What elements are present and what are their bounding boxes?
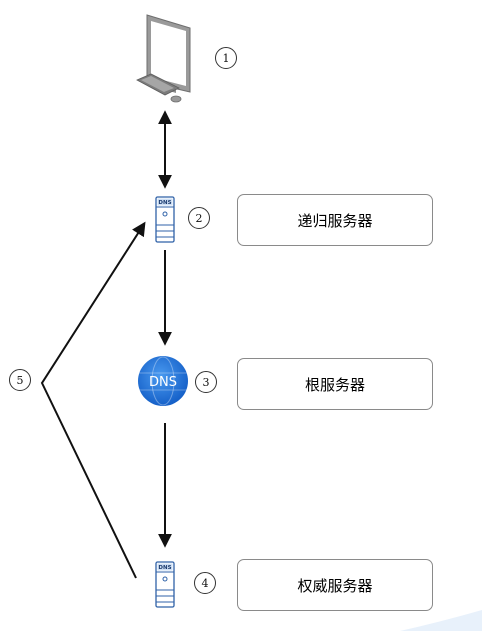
step-2-badge: 2 (188, 207, 210, 229)
background-swoosh (400, 610, 482, 631)
step-1-badge: 1 (215, 47, 237, 69)
recursive-server-tag: DNS (158, 200, 171, 206)
root-server-label: 根服务器 (304, 375, 365, 394)
authoritative-server-box: 权威服务器 (237, 559, 433, 611)
authoritative-server-label: 权威服务器 (297, 576, 373, 595)
arrow-authoritative-recursive (40, 221, 146, 579)
root-globe-icon: DNS (138, 356, 188, 406)
step-3-badge: 3 (195, 371, 217, 393)
recursive-server-icon: DNS (155, 196, 175, 243)
recursive-server-label: 递归服务器 (297, 211, 373, 230)
recursive-server-box: 递归服务器 (237, 194, 433, 246)
authoritative-server-tag: DNS (158, 565, 171, 571)
computer-icon (136, 14, 191, 103)
root-globe-label: DNS (149, 375, 177, 390)
step-4-badge: 4 (194, 572, 216, 594)
authoritative-server-icon: DNS (155, 561, 175, 608)
root-server-box: 根服务器 (237, 358, 433, 410)
step-5-badge: 5 (9, 369, 31, 391)
